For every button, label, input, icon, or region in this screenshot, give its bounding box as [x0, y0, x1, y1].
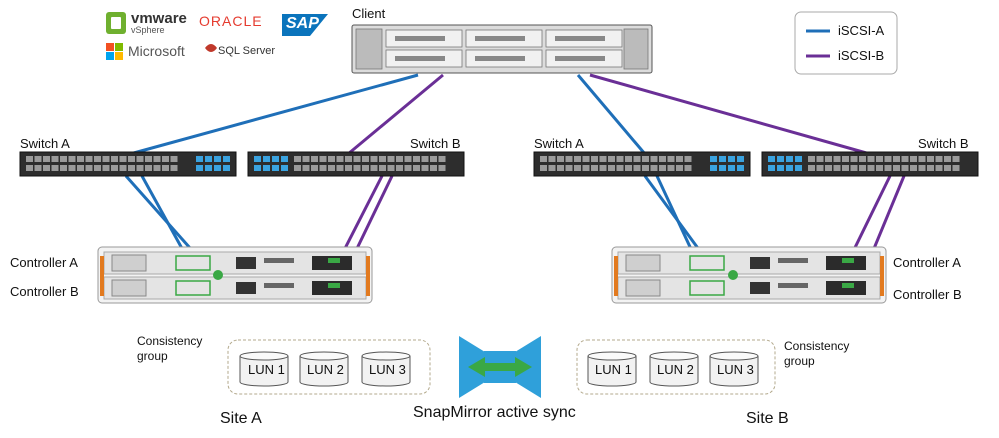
site-b-consistency-group-box: [576, 339, 776, 395]
switches: [19, 151, 979, 177]
site-b-controller-shelf: [611, 246, 887, 304]
iscsi-b-link-client-site-b-switch-b: [589, 73, 871, 156]
legend: [794, 11, 898, 75]
vmware-icon: [106, 12, 126, 34]
oracle-logo-text: ORACLE: [199, 13, 263, 29]
site-b-controller-b-label: Controller B: [893, 287, 962, 302]
site-b-lun-2-label: LUN 2: [657, 362, 694, 377]
site-a-lun-3-label: LUN 3: [369, 362, 406, 377]
site-a-controller-shelf: [97, 246, 373, 304]
microsoft-logo-text: Microsoft: [128, 43, 185, 59]
site-b-lun-1-cylinder: [587, 351, 637, 387]
site-a-lun-1-cylinder: [239, 351, 289, 387]
snapmirror-active-sync-label: SnapMirror active sync: [413, 404, 576, 421]
client-label: Client: [352, 6, 386, 21]
iscsi-a-link-client-site-a-switch-a: [129, 73, 419, 156]
site-a-consistency-group-label: Consistency group: [137, 334, 203, 363]
site-b-switch-a: [533, 151, 751, 177]
vsphere-logo-text: vSphere: [131, 25, 165, 35]
client-server: [351, 24, 653, 74]
site-a-lun-1-label: LUN 1: [248, 362, 285, 377]
site-a-controller-b-label: Controller B: [10, 284, 79, 299]
lun-cylinders: [239, 351, 759, 387]
site-b-switch-b-label: Switch B: [918, 136, 969, 151]
site-a-switch-a-label: Switch A: [20, 136, 70, 151]
snapmirror-sync-icon: [459, 336, 541, 398]
site-b-lun-3-label: LUN 3: [717, 362, 754, 377]
site-a-switch-b: [247, 151, 465, 177]
iscsi-a-link-client-site-b-switch-a: [576, 74, 647, 155]
site-a-lun-2-cylinder: [299, 351, 349, 387]
site-b-switch-a-label: Switch A: [534, 136, 584, 151]
site-b-lun-1-label: LUN 1: [595, 362, 632, 377]
sap-logo-text: SAP: [286, 15, 319, 32]
site-b-lun-3-cylinder: [709, 351, 759, 387]
site-a-label: Site A: [220, 410, 262, 427]
site-b-consistency-group-label: Consistency group: [784, 339, 850, 368]
legend-label-iscsi-a: iSCSI-A: [838, 23, 885, 38]
site-a-lun-3-cylinder: [361, 351, 411, 387]
legend-box: [794, 11, 898, 75]
sql-server-icon: [205, 44, 217, 52]
iscsi-b-link-client-site-a-switch-b: [347, 73, 444, 156]
site-b-lun-2-cylinder: [649, 351, 699, 387]
site-a-controller-a-label: Controller A: [10, 255, 78, 270]
site-a-switch-a: [19, 151, 237, 177]
microsoft-logo-icon: [106, 43, 123, 60]
site-a-switch-b-label: Switch B: [410, 136, 461, 151]
site-b-controller-a-label: Controller A: [893, 255, 961, 270]
sql-server-logo-text: SQL Server: [218, 45, 276, 57]
vmware-logo-text: vmware: [131, 10, 187, 27]
legend-label-iscsi-b: iSCSI-B: [838, 48, 885, 63]
sap-badge-icon: [282, 14, 328, 36]
site-a-lun-2-label: LUN 2: [307, 362, 344, 377]
site-b-switch-b: [761, 151, 979, 177]
site-a-consistency-group-box: [227, 339, 431, 395]
site-b-label: Site B: [746, 410, 789, 427]
